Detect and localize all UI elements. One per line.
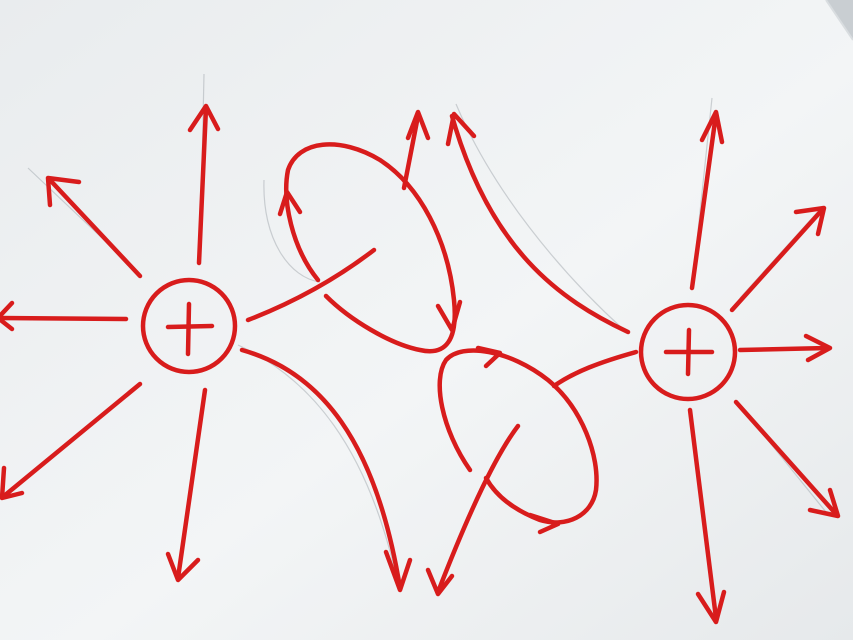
field-line-right-lower-right	[733, 399, 839, 517]
paper-edge	[825, 0, 853, 41]
arrowhead-left-down	[165, 551, 201, 583]
arrowhead-right-right	[803, 333, 833, 363]
field-line-left-down	[175, 387, 208, 581]
field-line-loop-down	[435, 423, 521, 595]
arrowhead-right-lower-right	[807, 487, 841, 519]
arrowhead-left-left	[0, 300, 15, 332]
field-line-left-upper-left	[47, 177, 143, 279]
arrowhead-left-up	[187, 103, 221, 133]
arrowhead-left-lower-left	[0, 465, 25, 501]
arrowhead-upper-loop-up	[277, 189, 303, 217]
arrowhead-loop-down	[425, 567, 455, 597]
field-line-right-right	[737, 345, 831, 353]
arrowhead-right-upper-left	[445, 111, 477, 147]
left-charge-plus-v	[185, 301, 192, 357]
field-line-left-up	[196, 105, 209, 266]
lower-loop	[425, 345, 599, 597]
left-charge-circle	[140, 277, 238, 375]
upper-loop	[277, 109, 463, 354]
field-line-right-down	[687, 407, 719, 621]
right-charge-field	[445, 109, 841, 625]
field-line-loop-up	[401, 113, 421, 191]
field-line-left-curve-down	[239, 347, 403, 591]
arrowhead-lower-loop-top	[475, 345, 503, 369]
upper-loop-path	[284, 142, 457, 354]
arrowhead-lower-loop-bottom	[527, 512, 561, 535]
arrowhead-left-upper-left	[45, 175, 82, 208]
field-line-right-up	[689, 111, 719, 291]
arrowhead-right-down	[695, 589, 727, 625]
left-charge-field	[0, 103, 413, 593]
field-line-left-left	[0, 315, 129, 322]
right-charge-plus-v	[685, 327, 692, 377]
arrowhead-right-up	[699, 109, 725, 145]
field-line-right-upper-left	[449, 113, 631, 335]
field-line-left-lower-left	[1, 381, 143, 499]
field-line-right-upper-right	[729, 207, 825, 313]
arrowhead-loop-up	[405, 109, 431, 141]
field-line-right-left	[551, 349, 639, 389]
arrowhead-upper-loop-down	[435, 299, 463, 333]
right-charge-circle	[638, 302, 738, 402]
arrowhead-right-upper-right	[793, 205, 827, 237]
arrowhead-left-curve-down	[383, 549, 413, 593]
field-line-left-right	[245, 247, 377, 323]
